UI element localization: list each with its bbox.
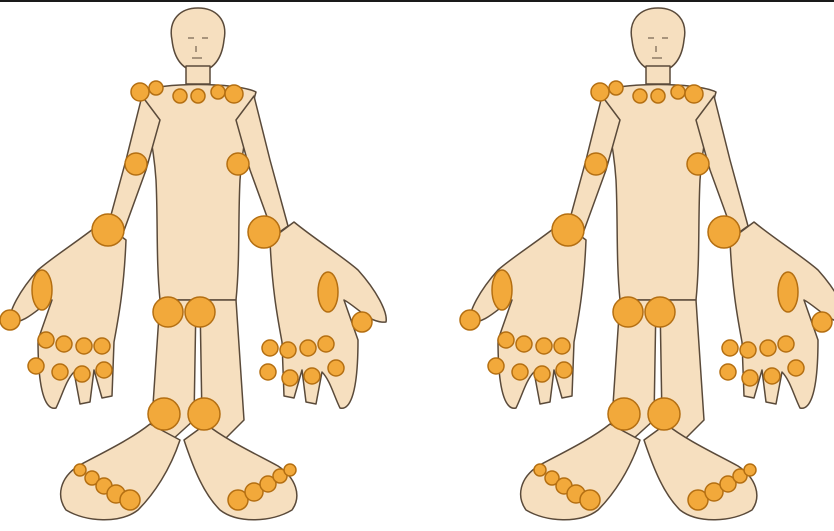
wrist-joint-marker	[248, 216, 280, 248]
toe-joint-marker	[580, 490, 600, 510]
left-hand	[470, 222, 586, 408]
finger-joint-marker	[94, 338, 110, 354]
wrist-joint-marker	[708, 216, 740, 248]
finger-joint-marker	[742, 370, 758, 386]
knee-joint-marker	[148, 398, 180, 430]
body-figure-right	[450, 0, 834, 531]
body-silhouette	[470, 8, 834, 520]
finger-joint-marker	[516, 336, 532, 352]
finger-joint-marker	[488, 358, 504, 374]
neck-joint-marker	[671, 85, 685, 99]
elbow-joint-marker	[687, 153, 709, 175]
head	[631, 8, 685, 72]
ankle-joint-marker	[188, 398, 220, 430]
neck-joint-marker	[173, 89, 187, 103]
elbow-joint-marker	[585, 153, 607, 175]
finger-joint-marker	[262, 340, 278, 356]
finger-joint-marker	[760, 340, 776, 356]
elbow-joint-marker	[125, 153, 147, 175]
shoulder-joint-marker	[591, 83, 609, 101]
neck-joint-marker	[633, 89, 647, 103]
ankle-joint-marker	[648, 398, 680, 430]
knee-joint-marker	[608, 398, 640, 430]
finger-joint-marker	[52, 364, 68, 380]
neck	[646, 66, 670, 84]
head	[171, 8, 225, 72]
toe-joint-marker	[74, 464, 86, 476]
finger-joint-marker	[280, 342, 296, 358]
finger-joint-marker	[778, 336, 794, 352]
finger-joint-marker	[282, 370, 298, 386]
wrist-joint-marker	[92, 214, 124, 246]
hip-joint-marker	[645, 297, 675, 327]
toe-joint-marker	[534, 464, 546, 476]
finger-joint-marker	[720, 364, 736, 380]
finger-joint-marker	[740, 342, 756, 358]
shoulder-joint-marker	[685, 85, 703, 103]
left-hand	[10, 222, 126, 408]
finger-joint-marker	[460, 310, 480, 330]
finger-joint-marker	[0, 310, 20, 330]
body-figure-left	[0, 0, 410, 531]
body-figure-left-svg	[0, 0, 410, 531]
finger-joint-marker	[352, 312, 372, 332]
toe-joint-marker	[744, 464, 756, 476]
body-silhouette	[10, 8, 386, 520]
hip-joint-marker	[613, 297, 643, 327]
neck	[186, 66, 210, 84]
finger-joint-marker	[812, 312, 832, 332]
finger-joint-marker	[328, 360, 344, 376]
neck-joint-marker	[149, 81, 163, 95]
finger-joint-marker	[764, 368, 780, 384]
finger-joint-marker	[536, 338, 552, 354]
hip-joint-marker	[185, 297, 215, 327]
finger-joint-marker	[492, 270, 512, 310]
finger-joint-marker	[260, 364, 276, 380]
wrist-joint-marker	[552, 214, 584, 246]
neck-joint-marker	[609, 81, 623, 95]
finger-joint-marker	[554, 338, 570, 354]
finger-joint-marker	[534, 366, 550, 382]
hip-joint-marker	[153, 297, 183, 327]
finger-joint-marker	[556, 362, 572, 378]
finger-joint-marker	[76, 338, 92, 354]
neck-joint-marker	[191, 89, 205, 103]
finger-joint-marker	[788, 360, 804, 376]
finger-joint-marker	[722, 340, 738, 356]
neck-joint-marker	[211, 85, 225, 99]
finger-joint-marker	[512, 364, 528, 380]
elbow-joint-marker	[227, 153, 249, 175]
finger-joint-marker	[300, 340, 316, 356]
finger-joint-marker	[498, 332, 514, 348]
body-figure-right-svg	[450, 0, 834, 531]
finger-joint-marker	[32, 270, 52, 310]
shoulder-joint-marker	[225, 85, 243, 103]
toe-joint-marker	[284, 464, 296, 476]
finger-joint-marker	[74, 366, 90, 382]
finger-joint-marker	[778, 272, 798, 312]
finger-joint-marker	[38, 332, 54, 348]
finger-joint-marker	[56, 336, 72, 352]
finger-joint-marker	[304, 368, 320, 384]
finger-joint-marker	[318, 336, 334, 352]
finger-joint-marker	[28, 358, 44, 374]
neck-joint-marker	[651, 89, 665, 103]
shoulder-joint-marker	[131, 83, 149, 101]
toe-joint-marker	[120, 490, 140, 510]
finger-joint-marker	[96, 362, 112, 378]
finger-joint-marker	[318, 272, 338, 312]
